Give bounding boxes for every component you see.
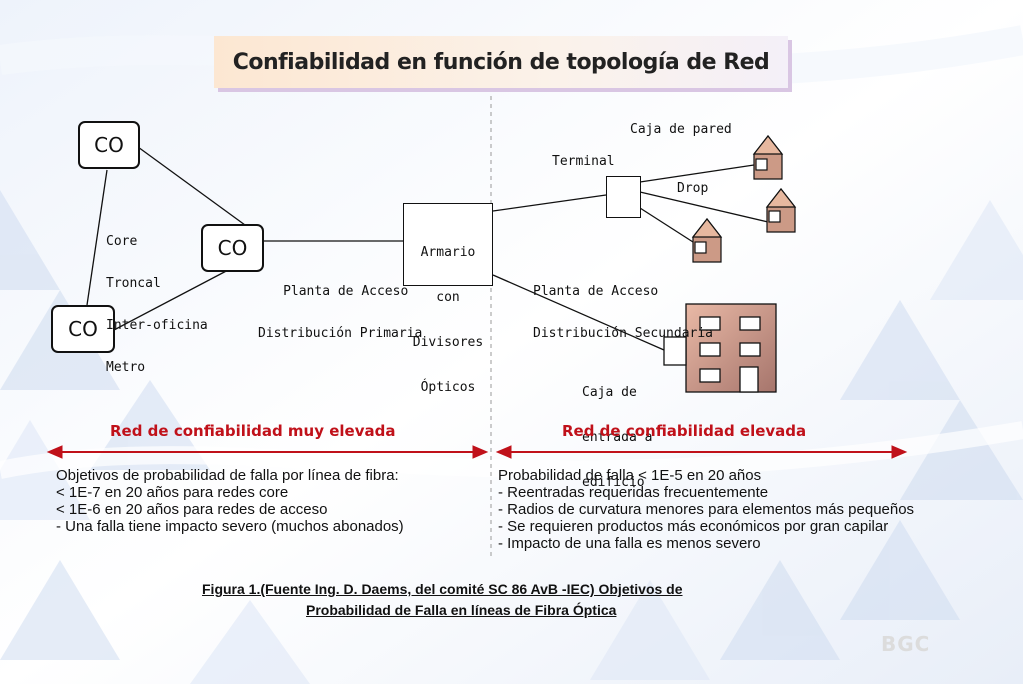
link-armario-building <box>492 274 665 351</box>
right-line: - Reentradas requeridas frecuentemente <box>498 484 769 501</box>
left-heading: Red de confiabilidad muy elevada <box>110 422 396 440</box>
page-title: Confiabilidad en función de topología de… <box>232 49 770 75</box>
co-label: CO <box>94 133 124 157</box>
logo: BGC <box>881 632 931 656</box>
link-co-top-co-bottom <box>86 169 108 306</box>
caja-entrada-label: Caja de entrada a edificio <box>582 385 653 490</box>
link-terminal-house1 <box>639 164 755 183</box>
right-heading: Red de confiabilidad elevada <box>562 422 807 440</box>
core-label: Core Troncal Inter-oficina Metro <box>106 234 208 375</box>
right-line: - Impacto de una falla es menos severo <box>498 535 761 552</box>
left-line: < 1E-7 en 20 años para redes core <box>56 484 289 501</box>
right-line: Probabilidad de falla < 1E-5 en 20 años <box>498 467 762 484</box>
title-banner: Confiabilidad en función de topología de… <box>214 36 788 88</box>
co-node-bottom: CO <box>51 305 115 353</box>
link-co-top-co-mid <box>137 146 246 226</box>
right-line: - Se requieren productos más económicos … <box>498 518 889 535</box>
drop-label: Drop <box>677 181 709 196</box>
terminal-box <box>606 176 641 218</box>
armario-box: Armario con Divisores Ópticos <box>403 203 493 395</box>
left-line: - Una falla tiene impacto severo (muchos… <box>56 518 404 535</box>
arrow-right <box>495 445 908 459</box>
co-node-middle: CO <box>201 224 264 272</box>
figure-caption-line2: Probabilidad de Falla en líneas de Fibra… <box>306 602 617 618</box>
link-terminal-house3 <box>639 207 694 243</box>
left-line: < 1E-6 en 20 años para redes de acceso <box>56 501 328 518</box>
co-label: CO <box>217 236 248 260</box>
right-description: Probabilidad de falla < 1E-5 en 20 años … <box>498 467 914 552</box>
caja-entrada-box <box>663 336 687 366</box>
co-label: CO <box>68 317 98 341</box>
figure-caption-line1: Figura 1.(Fuente Ing. D. Daems, del comi… <box>202 581 683 597</box>
house-icon <box>765 188 797 233</box>
building-icon <box>685 303 777 393</box>
caja-pared-label: Caja de pared <box>630 122 732 137</box>
link-terminal-house2 <box>639 191 769 223</box>
co-node-top: CO <box>78 121 140 169</box>
link-co-bottom-co-mid <box>113 267 233 331</box>
left-line: Objetivos de probabilidad de falla por l… <box>56 467 399 484</box>
planta-secundaria-label: Planta de Acceso Distribución Secundaria <box>533 284 714 341</box>
house-icon <box>691 218 723 263</box>
left-description: Objetivos de probabilidad de falla por l… <box>56 467 404 535</box>
arrow-left <box>46 445 489 459</box>
right-line: - Radios de curvatura menores para eleme… <box>498 501 915 518</box>
planta-primaria-label: Planta de Acceso Distribución Primaria <box>258 284 423 341</box>
house-icon <box>752 135 784 180</box>
terminal-label: Terminal <box>552 154 615 169</box>
link-armario-terminal <box>492 194 607 212</box>
